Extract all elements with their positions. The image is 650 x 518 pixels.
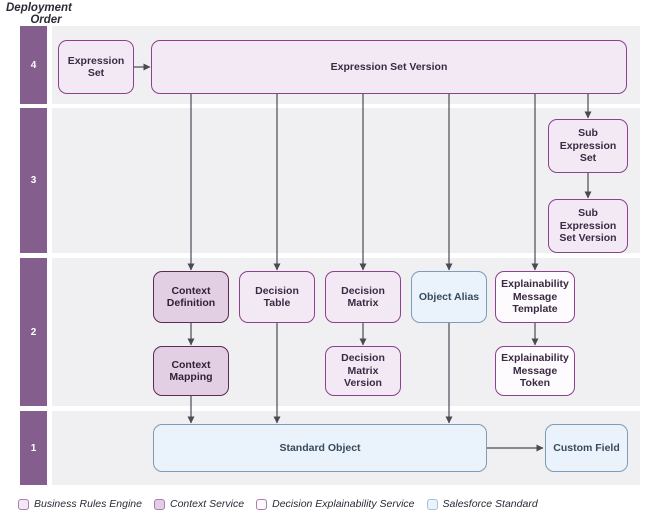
deployment-order-band-2: 2 bbox=[20, 258, 47, 406]
legend-label: Business Rules Engine bbox=[34, 498, 142, 510]
legend-label: Decision Explainability Service bbox=[272, 498, 415, 510]
lane-background-3 bbox=[52, 108, 640, 253]
deployment-order-label: 4 bbox=[30, 59, 37, 71]
legend-item-salesforce-standard: Salesforce Standard bbox=[426, 498, 538, 510]
deployment-order-label: 1 bbox=[30, 442, 37, 454]
legend-item-business-rules-engine: Business Rules Engine bbox=[18, 498, 142, 510]
node-expression-set-version[interactable]: Expression Set Version bbox=[151, 40, 627, 94]
legend-swatch-icon bbox=[426, 498, 438, 510]
deployment-order-band-4: 4 bbox=[20, 26, 47, 104]
node-sub-expression-set-version[interactable]: Sub Expression Set Version bbox=[548, 199, 628, 253]
node-decision-matrix[interactable]: Decision Matrix bbox=[325, 271, 401, 323]
node-decision-table[interactable]: Decision Table bbox=[239, 271, 315, 323]
node-standard-object[interactable]: Standard Object bbox=[153, 424, 487, 472]
deployment-order-band-3: 3 bbox=[20, 108, 47, 253]
node-custom-field[interactable]: Custom Field bbox=[545, 424, 628, 472]
legend-item-context-service: Context Service bbox=[153, 498, 245, 510]
axis-title-line1: Deployment bbox=[6, 2, 72, 14]
legend-label: Salesforce Standard bbox=[442, 498, 538, 510]
legend: Business Rules Engine Context Service De… bbox=[18, 495, 550, 513]
node-explainability-message-template[interactable]: Explainability Message Template bbox=[495, 271, 575, 323]
node-object-alias[interactable]: Object Alias bbox=[411, 271, 487, 323]
deployment-order-label: 3 bbox=[30, 175, 37, 186]
node-context-mapping[interactable]: Context Mapping bbox=[153, 346, 229, 396]
legend-swatch-icon bbox=[153, 498, 165, 510]
node-context-definition[interactable]: Context Definition bbox=[153, 271, 229, 323]
deployment-order-label: 2 bbox=[30, 326, 37, 338]
legend-item-decision-explainability-service: Decision Explainability Service bbox=[256, 498, 415, 510]
legend-label: Context Service bbox=[169, 498, 245, 510]
node-expression-set[interactable]: Expression Set bbox=[58, 40, 134, 94]
node-sub-expression-set[interactable]: Sub Expression Set bbox=[548, 119, 628, 173]
node-decision-matrix-version[interactable]: Decision Matrix Version bbox=[325, 346, 401, 396]
legend-swatch-icon bbox=[256, 498, 268, 510]
legend-swatch-icon bbox=[18, 498, 29, 510]
node-explainability-message-token[interactable]: Explainability Message Token bbox=[495, 346, 575, 396]
deployment-order-band-1: 1 bbox=[20, 411, 47, 485]
axis-title-line2: Order bbox=[30, 14, 62, 26]
